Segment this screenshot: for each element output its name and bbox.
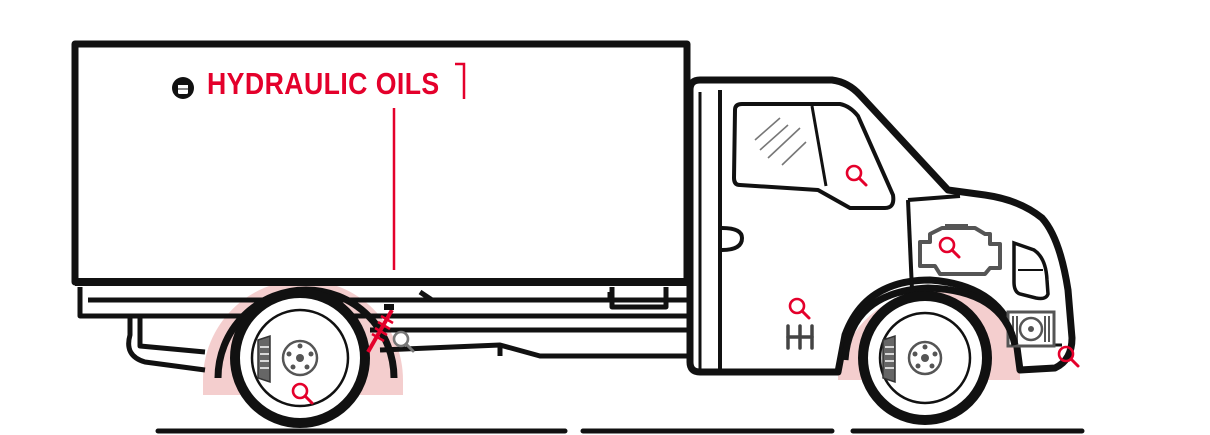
shock-absorber-icon [366,304,394,353]
engine-icon [918,224,1002,276]
callout-connector [392,62,466,270]
gearbox-icon [786,324,814,350]
cab [686,76,1076,376]
front-wheel [858,291,992,425]
oil-drum-icon[interactable] [171,76,195,100]
front-wheel-arch [841,284,1019,361]
hydraulic-oils-label[interactable]: HYDRAULIC OILS [207,66,440,101]
chassis [77,287,700,373]
rear-wheel [230,288,370,428]
